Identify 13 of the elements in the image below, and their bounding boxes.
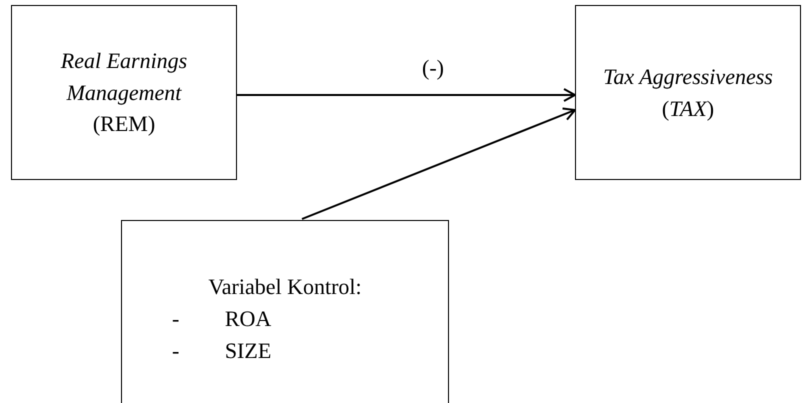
variable-name: Tax Aggressiveness [603, 62, 773, 91]
arrow [302, 108, 576, 220]
variable-box [575, 5, 801, 180]
edge-label: (-) [420, 57, 446, 79]
variable-box [11, 5, 237, 180]
arrow [237, 88, 576, 102]
variable-abbreviation: (TAX) [662, 94, 714, 123]
variable-abbreviation: (REM) [92, 110, 156, 138]
control-variables-box [121, 220, 449, 403]
list-item: - ROA [172, 304, 272, 333]
box-heading: Variabel Kontrol: [208, 273, 362, 301]
list-item: - SIZE [172, 336, 272, 365]
variable-name: Real Earnings Management [60, 46, 188, 107]
